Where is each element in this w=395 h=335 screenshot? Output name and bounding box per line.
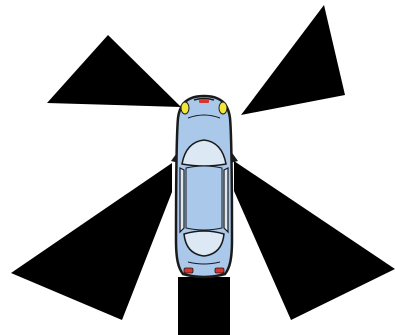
side-right-zone [234,161,395,320]
car [171,96,238,277]
left-side-windows [180,168,184,232]
right-headlight [219,102,227,114]
rear-zone [178,277,230,335]
right-side-windows [224,168,228,232]
left-taillight [184,268,193,273]
roof [186,166,222,230]
front-emblem [199,99,209,103]
left-headlight [181,102,189,114]
front-right-zone [241,5,345,115]
right-taillight [215,268,224,273]
front-left-zone [47,35,181,107]
side-left-zone [11,163,172,320]
